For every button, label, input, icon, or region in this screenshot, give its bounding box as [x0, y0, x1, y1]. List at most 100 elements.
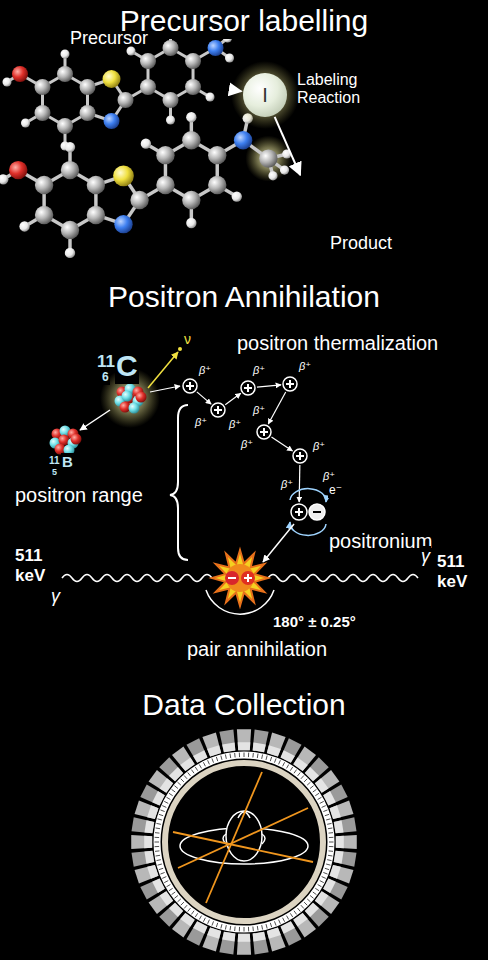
atomic-number: 5 — [51, 467, 58, 477]
ring-tick — [257, 754, 259, 758]
ring-tick — [328, 827, 332, 829]
ring-tick — [310, 786, 313, 789]
atom — [114, 215, 132, 233]
ring-tick — [297, 908, 300, 911]
ring-tick — [177, 782, 180, 785]
detector-face — [207, 928, 221, 939]
atom-symbol: I — [243, 73, 287, 117]
atom — [9, 161, 27, 179]
decay-arrow — [80, 410, 110, 430]
ring-tick — [304, 779, 307, 782]
product-molecule — [0, 112, 291, 258]
ring-tick — [294, 911, 297, 915]
detector-block — [237, 934, 251, 955]
ring-tick — [279, 920, 281, 924]
ring-tick — [304, 902, 307, 905]
section-title: Precursor labelling — [119, 4, 369, 39]
electron-symbol — [225, 571, 239, 585]
detector-block — [281, 921, 302, 946]
energy-label: 511 keV — [436, 552, 482, 591]
detector-block — [334, 851, 357, 867]
atom — [140, 53, 156, 69]
ring-tick — [203, 762, 205, 766]
atom — [182, 131, 200, 149]
detector-face — [267, 928, 281, 939]
path-arrow — [225, 393, 240, 404]
detector-block — [131, 835, 152, 849]
ring-tick — [287, 916, 289, 920]
nuclei — [50, 384, 147, 456]
particle-symbol: β⁺ — [240, 438, 254, 451]
neutrino-arrow — [148, 352, 178, 388]
detector-face — [144, 836, 152, 849]
path-arrow — [150, 386, 180, 392]
ring-tick — [166, 797, 170, 799]
mass-number: 11 — [96, 352, 116, 372]
atom — [185, 79, 201, 95]
mass-number: 11 — [48, 455, 61, 467]
element-symbol: C — [115, 349, 139, 384]
ring-tick — [177, 899, 180, 902]
atom — [208, 40, 224, 56]
ring-tick — [315, 793, 319, 795]
ring-tick — [155, 832, 159, 833]
ring-tick — [191, 911, 194, 915]
atom — [118, 92, 134, 108]
ring-tick — [287, 764, 289, 768]
ring-tick — [283, 762, 285, 766]
ring-tick — [325, 814, 329, 815]
ring-tick — [155, 850, 159, 851]
detector-face — [222, 742, 235, 752]
atom — [34, 105, 50, 121]
positron-symbol — [291, 504, 307, 520]
ring-tick — [195, 913, 197, 917]
ring-tick — [294, 770, 297, 774]
ring-tick — [159, 814, 163, 815]
detector-face — [330, 805, 341, 819]
particle-symbol: β⁺ — [198, 364, 212, 377]
ring-tick — [162, 806, 166, 808]
ring-tick — [320, 881, 324, 883]
ring-tick — [266, 756, 267, 760]
ring-tick — [290, 767, 292, 771]
label-glow — [245, 136, 291, 182]
atom — [61, 221, 79, 239]
atom — [141, 138, 151, 148]
detector-face — [222, 932, 235, 942]
ring-tick — [239, 753, 240, 757]
ring-tick — [301, 775, 304, 778]
orbit-arrow — [290, 522, 326, 535]
ring-tick — [252, 753, 253, 757]
plus-sign — [244, 574, 252, 582]
atom — [206, 93, 215, 102]
ring-tick — [234, 753, 235, 757]
ring-tick — [326, 864, 330, 865]
plus-sign — [286, 380, 294, 388]
detector-block — [132, 817, 155, 833]
gamma-wave — [62, 575, 212, 582]
neutrino-dot — [178, 347, 182, 351]
detector-block — [219, 730, 235, 753]
plus-sign — [296, 452, 304, 460]
plus-sign — [260, 428, 268, 436]
ring-tick — [203, 918, 205, 922]
ring-tick — [155, 842, 160, 843]
minus-sign — [228, 577, 236, 579]
plus-sign — [214, 406, 222, 414]
process-label: pair annihilation — [186, 638, 328, 661]
detector-ring — [157, 755, 331, 929]
ring-tick — [313, 789, 317, 792]
atom — [163, 40, 179, 56]
atom — [19, 221, 29, 231]
ring-tick — [274, 921, 276, 925]
detector-face — [253, 932, 266, 942]
ring-tick — [156, 859, 160, 861]
reaction-arrow — [275, 117, 301, 175]
atom — [35, 176, 53, 194]
atom — [268, 171, 277, 180]
detector-face — [334, 851, 344, 864]
detector-block — [253, 730, 269, 753]
ring-tick — [174, 786, 177, 789]
ring-tick — [188, 772, 191, 775]
ring-tick — [328, 855, 332, 857]
